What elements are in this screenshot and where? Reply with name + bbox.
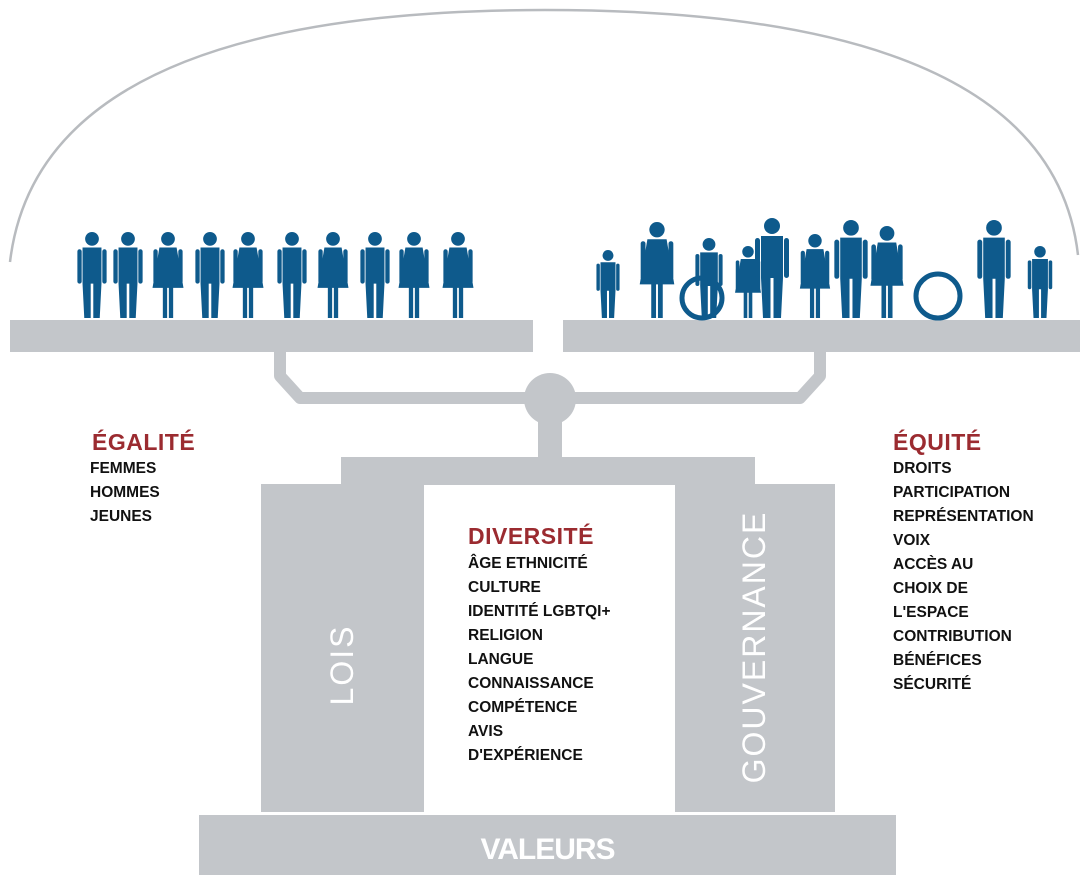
person-icon [799, 234, 831, 318]
equity-item: VOIX [893, 532, 931, 549]
equity-heading: ÉQUITÉ [893, 429, 982, 455]
scale-stem [538, 420, 562, 462]
equity-list: DROITS PARTICIPATION REPRÉSENTATION VOIX ACC… [893, 457, 1034, 697]
equality-item: FEMMES [90, 460, 157, 477]
person-icon [232, 232, 264, 318]
person-icon [442, 232, 474, 318]
person-icon [695, 238, 723, 318]
equity-item: CHOIX DE [893, 580, 968, 597]
diversity-item: IDENTITÉ LGBTQI+ [468, 603, 611, 620]
person-icon [195, 232, 225, 318]
person-icon [834, 220, 868, 318]
equity-item: SÉCURITÉ [893, 676, 972, 693]
person-icon [977, 220, 1011, 318]
person-icon [77, 232, 107, 318]
governance-pillar-label: GOUVERNANCE [736, 510, 772, 784]
right-platform [563, 320, 1080, 352]
person-icon [755, 218, 789, 318]
diversity-list: ÂGE ETHNICITÉ CULTURE IDENTITÉ LGBTQI+ RELI… [468, 552, 611, 768]
diversity-item: AVIS [468, 723, 504, 740]
equity-item: PARTICIPATION [893, 484, 1011, 501]
person-icon [277, 232, 307, 318]
equality-item: JEUNES [90, 508, 153, 525]
person-icon [360, 232, 390, 318]
person-icon [639, 222, 675, 318]
person-icon [1027, 246, 1053, 318]
equality-list: FEMMES HOMMES JEUNES [90, 457, 160, 529]
values-base-label: VALEURS [480, 833, 615, 866]
equity-people-group [596, 218, 1053, 321]
person-icon [596, 250, 620, 318]
laws-pillar-label: LOIS [324, 624, 360, 706]
dome-arc [8, 8, 1080, 263]
equity-item: REPRÉSENTATION [893, 508, 1034, 525]
diversity-item: CONNAISSANCE [468, 675, 594, 692]
person-icon [152, 232, 184, 318]
base-block [199, 815, 896, 875]
person-icon [317, 232, 349, 318]
equal-people-group [77, 232, 474, 318]
diversity-item: CULTURE [468, 579, 541, 596]
diversity-item: COMPÉTENCE [468, 699, 578, 716]
equality-item: HOMMES [90, 484, 160, 501]
diversity-item: LANGUE [468, 651, 534, 668]
right-pillar [675, 484, 835, 812]
diversity-heading: DIVERSITÉ [468, 523, 594, 549]
equity-item: L'ESPACE [893, 604, 969, 621]
left-platform [10, 320, 533, 352]
lintel [341, 457, 755, 485]
diversity-item: ÂGE ETHNICITÉ [468, 555, 588, 572]
equity-item: BÉNÉFICES [893, 652, 982, 669]
diversity-item: D'EXPÉRIENCE [468, 747, 583, 764]
wheelchair-icon [679, 275, 725, 321]
equity-item: CONTRIBUTION [893, 628, 1012, 645]
left-pillar [261, 484, 424, 812]
person-icon [113, 232, 143, 318]
wheelchair-icon [913, 271, 963, 321]
person-icon [398, 232, 430, 318]
equity-item: ACCÈS AU [893, 556, 974, 573]
person-icon [870, 226, 904, 318]
equity-item: DROITS [893, 460, 952, 477]
diversity-item: RELIGION [468, 627, 543, 644]
pivot-knob [524, 373, 576, 425]
equality-heading: ÉGALITÉ [92, 429, 196, 455]
